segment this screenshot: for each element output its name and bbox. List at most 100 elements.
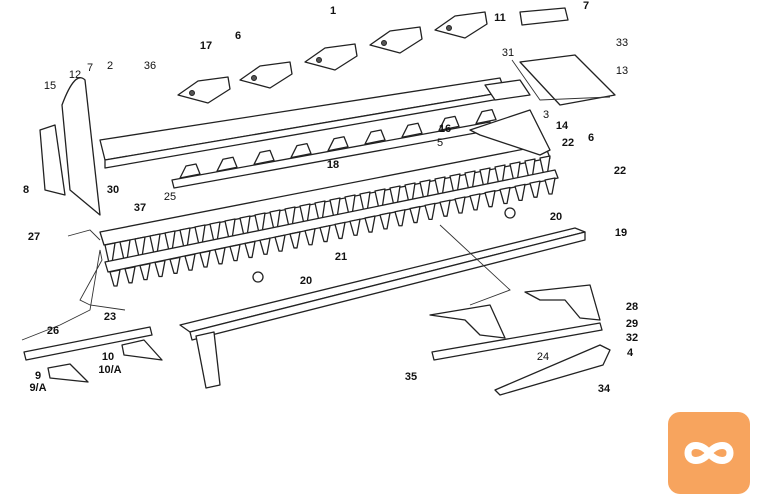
- callout-label: 10: [102, 351, 114, 363]
- side-plate-12: [61, 77, 101, 216]
- bar-26: [23, 326, 153, 361]
- bolt-hole: [446, 25, 452, 31]
- callout-label: 18: [327, 159, 339, 171]
- callout-label: 20: [300, 275, 312, 287]
- tooth: [529, 180, 541, 198]
- shoe-8: [39, 124, 66, 196]
- callout-label: 9/A: [29, 382, 46, 394]
- knife-head-5: [469, 109, 551, 156]
- infinity-icon: [668, 412, 750, 494]
- callout-label: 9: [35, 370, 41, 382]
- callout-label: 35: [405, 371, 417, 383]
- tooth: [319, 224, 331, 243]
- tooth: [409, 205, 421, 224]
- callout-label: 36: [144, 60, 156, 72]
- tooth: [229, 243, 241, 262]
- channel-bar-side: [189, 231, 586, 341]
- callout-label: 34: [598, 383, 611, 395]
- bolt-hole: [251, 75, 257, 81]
- break-lines: [21, 249, 126, 341]
- section: [179, 163, 201, 179]
- tooth: [259, 237, 271, 255]
- tooth: [469, 193, 481, 211]
- guard-28: [524, 284, 601, 321]
- tooth: [124, 266, 136, 284]
- finger-guard-1: [369, 26, 423, 54]
- guard-lower: [429, 304, 506, 339]
- section: [364, 129, 386, 145]
- callout-label: 25: [164, 191, 176, 203]
- section: [327, 136, 349, 152]
- tooth: [289, 231, 301, 249]
- callout-label: 7: [583, 0, 589, 12]
- finger-guard-1: [177, 76, 231, 104]
- plate-3: [484, 79, 531, 101]
- tooth: [109, 269, 121, 287]
- knife-teeth-upper: [104, 155, 551, 264]
- callout-label: 6: [588, 132, 594, 144]
- tooth: [439, 199, 451, 217]
- finger-guards: [177, 11, 488, 104]
- tooth: [184, 253, 196, 271]
- callout-label: 16: [439, 123, 451, 135]
- tooth: [499, 186, 511, 205]
- callout-label: 21: [335, 251, 347, 263]
- callout-label: 7: [87, 62, 93, 74]
- section: [401, 122, 423, 138]
- callout-label: 6: [235, 30, 241, 42]
- tooth: [484, 190, 496, 208]
- section: [216, 156, 238, 172]
- knife-head-4: [494, 344, 611, 396]
- tooth: [394, 209, 406, 227]
- callout-label: 17: [200, 40, 212, 52]
- tooth: [139, 263, 151, 281]
- finger-guard-1: [434, 11, 488, 39]
- section-10: [121, 339, 163, 361]
- callout-label: 10/A: [98, 364, 121, 376]
- tooth: [364, 215, 376, 233]
- callout-label: 3: [543, 109, 549, 121]
- tooth: [424, 202, 436, 221]
- tooth: [169, 256, 181, 274]
- callout-label: 33: [616, 37, 628, 49]
- rod-14: [511, 59, 611, 101]
- clamp-11: [519, 7, 569, 26]
- section: [475, 108, 497, 125]
- rod-27: [67, 229, 101, 241]
- bolt-hole: [316, 57, 322, 63]
- tooth: [274, 234, 286, 252]
- section-9: [47, 363, 89, 383]
- tooth: [544, 177, 556, 195]
- callout-label: 28: [626, 301, 638, 313]
- callout-label: 1: [330, 5, 336, 17]
- finger-guard-1: [239, 61, 293, 89]
- detail-lines: [439, 224, 511, 306]
- callout-label: 24: [537, 351, 549, 363]
- tooth: [304, 228, 316, 246]
- callout-label: 19: [615, 227, 627, 239]
- callout-label: 29: [626, 318, 638, 330]
- callout-label: 26: [47, 325, 59, 337]
- callout-label: 22: [614, 165, 626, 177]
- callout-label: 30: [107, 184, 119, 196]
- tooth: [199, 250, 211, 268]
- callout-label: 11: [494, 12, 506, 24]
- tooth: [214, 247, 226, 265]
- section: [290, 142, 312, 159]
- callout-label: 22: [562, 137, 574, 149]
- callout-label: 8: [23, 184, 29, 196]
- callout-label: 20: [550, 211, 562, 223]
- callout-label: 27: [28, 231, 40, 243]
- knife-teeth-lower: [109, 177, 556, 287]
- callout-label: 23: [104, 311, 116, 323]
- callout-label: 37: [134, 202, 146, 214]
- bolt-hole: [189, 90, 195, 96]
- knife-bar-21: [104, 169, 559, 273]
- callout-label: 12: [69, 69, 81, 81]
- tooth: [379, 212, 391, 230]
- callout-label: 4: [627, 347, 634, 359]
- callout-label: 31: [502, 47, 514, 59]
- spring-20: [504, 207, 516, 219]
